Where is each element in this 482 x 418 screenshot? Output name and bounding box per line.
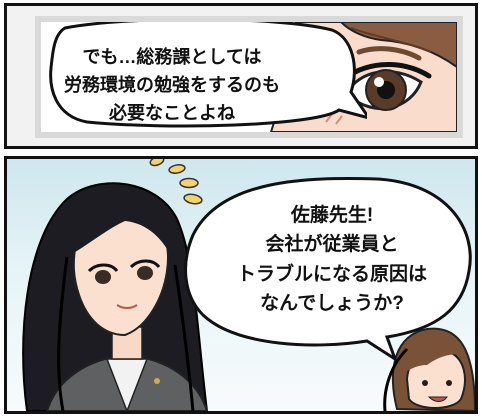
- speech-line: でも…総務課としては: [82, 47, 262, 67]
- thinking-marks-icon: [149, 159, 203, 205]
- speech-line: 会社が従業員と: [265, 234, 399, 256]
- speech-bubble-top: [49, 22, 367, 128]
- speech-line: 佐藤先生!: [290, 205, 374, 226]
- closeup-frame: [35, 16, 463, 138]
- speech-line: なんでしょうか?: [260, 293, 404, 315]
- speech-text-bottom: 佐藤先生! 会社が従業員と トラブルになる原因は なんでしょうか?: [232, 201, 432, 319]
- speech-bubble-bottom: [184, 177, 472, 363]
- speech-line: 労務環境の勉強をするのも: [64, 74, 280, 95]
- speech-text-top: でも…総務課としては 労務環境の勉強をするのも 必要なことよね: [62, 44, 282, 128]
- office-scene-illustration: [22, 159, 475, 411]
- bottom-panel: [4, 156, 478, 414]
- top-panel: でも…総務課としては 労務環境の勉強をするのも 必要なことよね: [4, 3, 478, 149]
- speech-line: 必要なことよね: [109, 102, 235, 123]
- speech-line: トラブルになる原因は: [236, 263, 427, 285]
